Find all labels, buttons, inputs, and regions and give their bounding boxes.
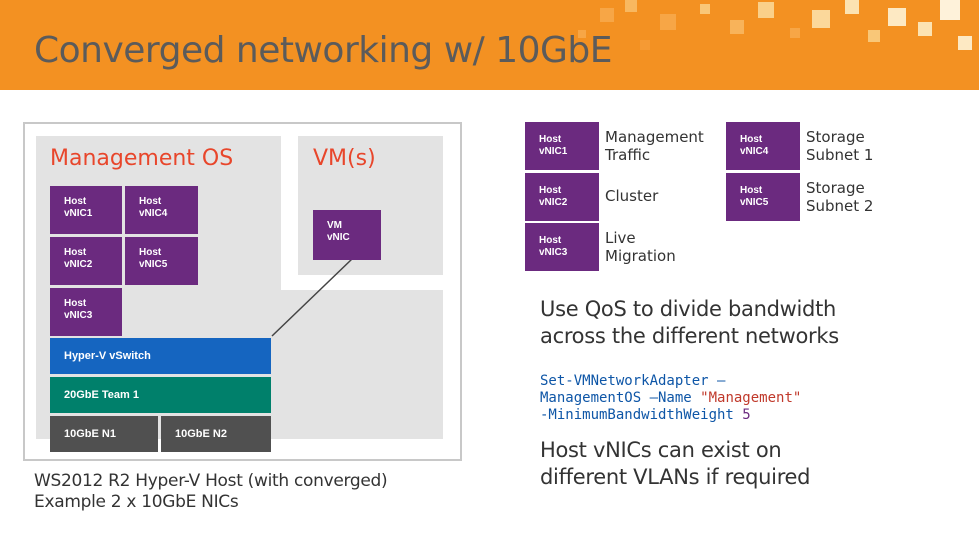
legend-host-vnic2: Host vNIC2 xyxy=(525,173,599,221)
decorative-pixel xyxy=(625,0,637,12)
diagram-caption: WS2012 R2 Hyper-V Host (with converged) … xyxy=(34,471,388,512)
legend-host-vnic5: Host vNIC5 xyxy=(726,173,800,221)
mgmt-host-vnic2: Host vNIC2 xyxy=(50,237,122,285)
nic-team: 20GbE Team 1 xyxy=(50,377,271,413)
legend-label-storage-2: Storage Subnet 2 xyxy=(806,179,874,215)
management-os-title: Management OS xyxy=(50,146,234,171)
hyper-v-vswitch: Hyper-V vSwitch xyxy=(50,338,271,374)
mgmt-host-vnic1: Host vNIC1 xyxy=(50,186,122,234)
decorative-pixel xyxy=(868,30,880,42)
decorative-pixel xyxy=(730,20,744,34)
legend-label-storage-1: Storage Subnet 1 xyxy=(806,128,874,164)
mgmt-host-vnic4: Host vNIC4 xyxy=(125,186,198,234)
title-banner: Converged networking w/ 10GbE xyxy=(0,0,979,90)
slide-title: Converged networking w/ 10GbE xyxy=(34,30,613,71)
decorative-pixel xyxy=(600,8,614,22)
mgmt-host-vnic5: Host vNIC5 xyxy=(125,237,198,285)
decorative-pixel xyxy=(700,4,710,14)
legend-label-live-migration: Live Migration xyxy=(605,229,676,265)
decorative-pixel xyxy=(640,40,650,50)
decorative-pixel xyxy=(940,0,960,20)
decorative-pixel xyxy=(888,8,906,26)
decorative-pixel xyxy=(958,36,972,50)
vm-title: VM(s) xyxy=(313,146,376,171)
decorative-pixel xyxy=(845,0,859,14)
decorative-pixel xyxy=(812,10,830,28)
legend-label-cluster: Cluster xyxy=(605,187,659,205)
decorative-pixel xyxy=(758,2,774,18)
legend-label-management: Management Traffic xyxy=(605,128,704,164)
decorative-pixel xyxy=(578,30,586,38)
vm-vnic: VM vNIC xyxy=(313,210,381,260)
physical-nic-2: 10GbE N2 xyxy=(161,416,271,452)
legend-host-vnic3: Host vNIC3 xyxy=(525,223,599,271)
decorative-pixel xyxy=(918,22,932,36)
physical-nic-1: 10GbE N1 xyxy=(50,416,158,452)
vlan-text: Host vNICs can exist on different VLANs … xyxy=(540,438,811,489)
management-os-panel-extension xyxy=(281,290,443,439)
powershell-command: Set-VMNetworkAdapter – ManagementOS –Nam… xyxy=(540,373,802,423)
qos-text: Use QoS to divide bandwidth across the d… xyxy=(540,297,839,348)
mgmt-host-vnic3: Host vNIC3 xyxy=(50,288,122,336)
decorative-pixel xyxy=(660,14,676,30)
legend-host-vnic4: Host vNIC4 xyxy=(726,122,800,170)
legend-host-vnic1: Host vNIC1 xyxy=(525,122,599,170)
decorative-pixel xyxy=(790,28,800,38)
